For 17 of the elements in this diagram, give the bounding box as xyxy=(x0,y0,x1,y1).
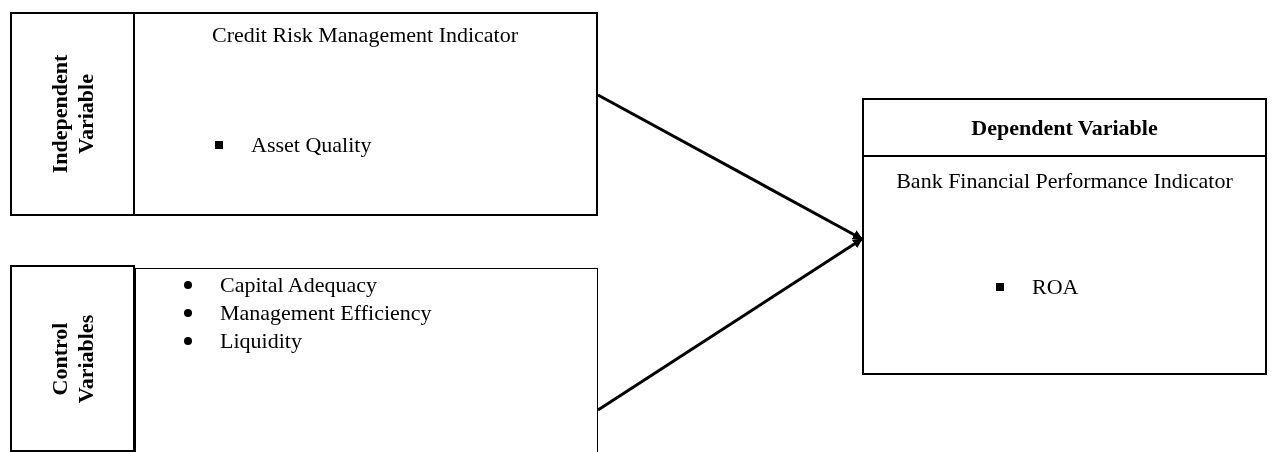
header-label: Control Variables xyxy=(46,313,99,405)
list-item: Capital Adequacy xyxy=(220,272,377,298)
variable-box xyxy=(135,268,598,452)
variable-box xyxy=(135,12,598,216)
box-heading: Credit Risk Management Indicator xyxy=(210,22,520,48)
list-item: Asset Quality xyxy=(251,132,372,158)
header-box xyxy=(10,12,135,216)
box-heading: Dependent Variable xyxy=(971,114,1158,141)
header-label: Independent Variable xyxy=(46,53,99,175)
list-item: Management Efficiency xyxy=(220,300,432,326)
arrow xyxy=(597,93,863,241)
list-item: Liquidity xyxy=(220,328,302,354)
variable-box xyxy=(862,98,1267,375)
header-box xyxy=(10,265,135,452)
box-subheading: Bank Financial Performance Indicator xyxy=(895,168,1234,194)
list-item: ROA xyxy=(1032,274,1079,300)
arrow xyxy=(597,237,863,412)
